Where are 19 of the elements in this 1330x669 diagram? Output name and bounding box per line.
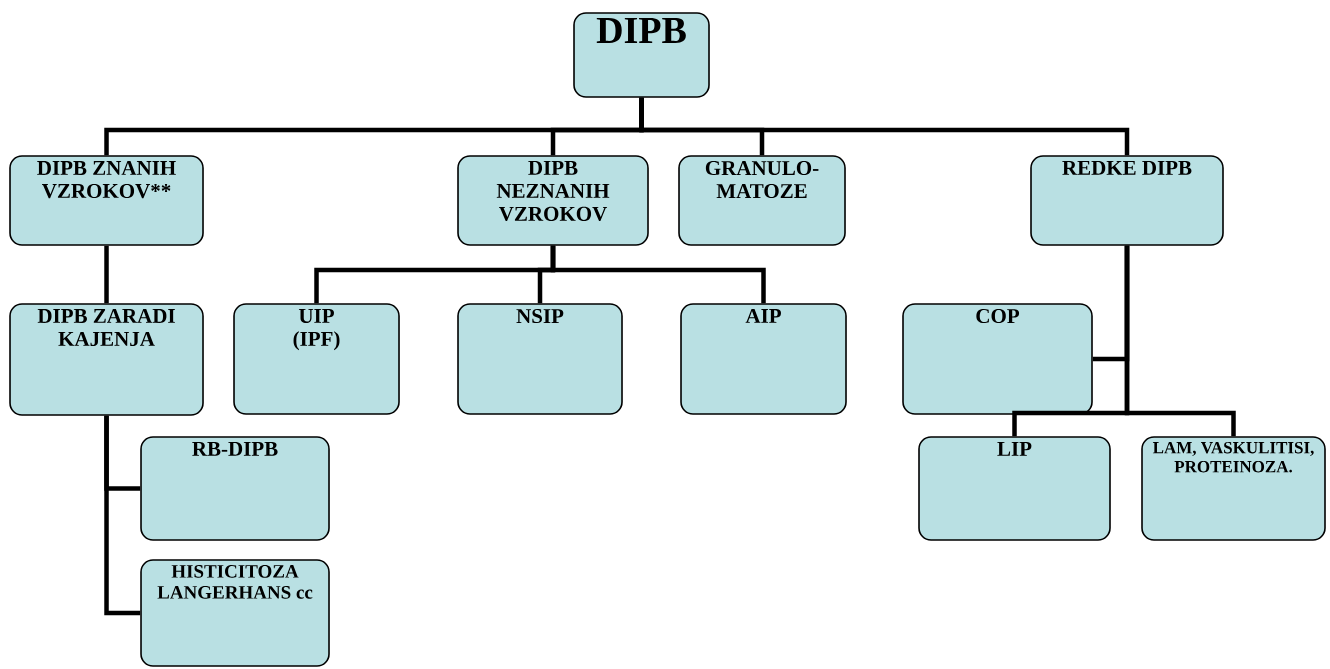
- rounded-box: DIPB ZARADI KAJENJA: [9, 303, 204, 416]
- rounded-box: HISTICITOZA LANGERHANS cc: [140, 559, 330, 667]
- connector-line: [1124, 245, 1236, 437]
- rounded-box: AIP: [680, 303, 847, 415]
- rounded-box: DIPB ZNANIH VZROKOV**: [9, 155, 204, 246]
- connector-line: [550, 245, 766, 304]
- rounded-box: REDKE DIPB: [1030, 155, 1224, 246]
- rounded-box: LIP: [918, 436, 1111, 541]
- rounded-box: COP: [902, 303, 1093, 415]
- connector-line: [104, 415, 141, 616]
- rounded-box: GRANULO- MATOZE: [678, 155, 846, 246]
- rounded-box: DIPB: [573, 12, 710, 98]
- rounded-box: NSIP: [457, 303, 623, 415]
- rounded-box: LAM, VASKULITISI, PROTEINOZA.: [1141, 436, 1326, 541]
- rounded-box: RB-DIPB: [140, 436, 330, 541]
- connector-line: [639, 97, 1130, 156]
- rounded-box: DIPB NEZNANIH VZROKOV: [457, 155, 649, 246]
- rounded-box: UIP (IPF): [233, 303, 400, 415]
- connector-line: [104, 245, 109, 304]
